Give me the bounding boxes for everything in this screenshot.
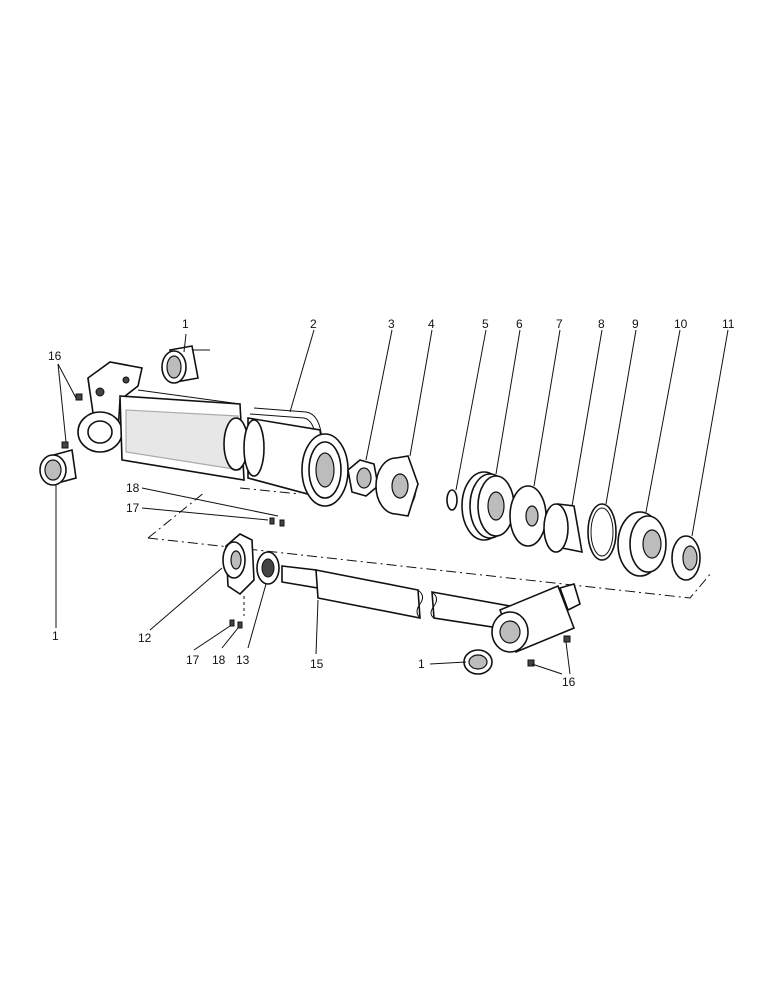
assembly-outline — [147, 487, 713, 599]
callout-16-lower: 16 — [562, 675, 576, 689]
callout-8: 8 — [598, 317, 605, 331]
callout-15: 15 — [310, 657, 324, 671]
callout-5: 5 — [482, 317, 489, 331]
callout-labels: 1 2 3 4 5 6 7 8 9 10 11 16 18 17 1 12 17… — [48, 317, 735, 689]
callout-18-upper: 18 — [126, 481, 140, 495]
o-ring-large — [587, 503, 617, 561]
gland — [617, 511, 667, 577]
packing-set — [461, 471, 515, 541]
callout-10: 10 — [674, 317, 688, 331]
callout-9: 9 — [632, 317, 639, 331]
bushing-upper — [161, 345, 210, 384]
callout-17-lower: 17 — [186, 653, 200, 667]
callout-7: 7 — [556, 317, 563, 331]
rod-seal — [256, 551, 280, 585]
o-ring-small — [446, 489, 458, 511]
retainer-plate — [222, 533, 255, 596]
callout-1-upper: 1 — [182, 317, 189, 331]
piston-nut — [347, 459, 379, 497]
callout-3: 3 — [388, 317, 395, 331]
washer — [509, 485, 547, 547]
callout-1-left: 1 — [52, 629, 59, 643]
callout-12: 12 — [138, 631, 152, 645]
callout-2: 2 — [310, 317, 317, 331]
leader-lines — [55, 329, 729, 675]
piston-rod — [281, 565, 581, 654]
callout-13: 13 — [236, 653, 250, 667]
spacer — [543, 503, 583, 554]
wiper-seal — [671, 535, 701, 581]
bushing-left — [39, 448, 77, 486]
callout-16-upper: 16 — [48, 349, 62, 363]
bushing-lower — [463, 649, 493, 675]
callout-11: 11 — [722, 317, 735, 331]
screws — [229, 517, 285, 629]
callout-6: 6 — [516, 317, 523, 331]
cylinder-barrel — [77, 361, 349, 507]
callout-1-lower: 1 — [418, 657, 425, 671]
piston — [375, 455, 419, 517]
callout-18-lower: 18 — [212, 653, 226, 667]
grease-fitting-lower — [527, 635, 571, 667]
callout-17-upper: 17 — [126, 501, 140, 515]
callout-4: 4 — [428, 317, 435, 331]
